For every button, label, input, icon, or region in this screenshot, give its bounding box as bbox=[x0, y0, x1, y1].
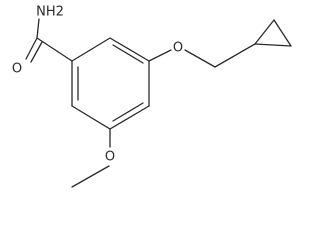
methoxy-oxygen-label: O bbox=[105, 150, 115, 165]
methoxy-group: O bbox=[71, 128, 115, 188]
amide-group: NH2 O bbox=[12, 5, 73, 77]
molecule-diagram: NH2 O O O bbox=[12, 5, 292, 188]
structure-drawing: NH2 O O O bbox=[12, 5, 292, 188]
amide-nitrogen-label: NH2 bbox=[36, 5, 64, 20]
ether-oxygen-label: O bbox=[173, 41, 183, 56]
carbonyl-oxygen-label: O bbox=[12, 62, 22, 77]
cyclopropylmethoxy-group: O bbox=[148, 19, 292, 68]
benzene-ring bbox=[71, 37, 150, 130]
